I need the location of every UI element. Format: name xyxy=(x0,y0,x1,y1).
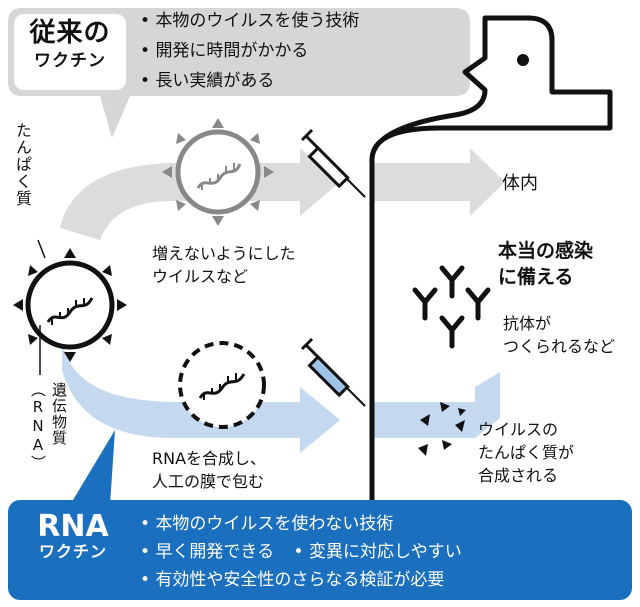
rna-title: RNA xyxy=(37,509,109,544)
prepare-line: に備える xyxy=(498,266,574,288)
blue-flow-arrow xyxy=(62,340,340,453)
rna-box xyxy=(8,500,632,600)
syringe-top xyxy=(300,128,366,198)
body-outline xyxy=(369,15,613,500)
protein-label: たんぱく質 xyxy=(13,122,32,207)
viral-caption-line: 合成される xyxy=(478,466,559,485)
syringe-bottom xyxy=(300,337,366,407)
conventional-title-bg xyxy=(14,14,126,90)
conventional-title-block: 従来の ワクチン xyxy=(14,18,126,72)
weakened-caption-line: ウイルスなど xyxy=(152,267,249,286)
inside-body-label: 体内 xyxy=(502,173,538,194)
rna-particle xyxy=(178,341,266,429)
viral-protein-caption: ウイルスの たんぱく質が 合成される xyxy=(478,418,574,487)
rna-bullet: 本物のウイルスを使わない技術 xyxy=(140,514,393,534)
conventional-subtitle: ワクチン xyxy=(34,51,106,72)
prepare-line: 本当の感染 xyxy=(498,240,594,262)
rna-bullet: 変異に対応しやすい xyxy=(294,542,462,562)
virus-weakened xyxy=(162,118,274,226)
conventional-bullet: 長い実績がある xyxy=(140,66,359,96)
weakened-caption: 増えないようにした ウイルスなど xyxy=(152,242,296,288)
eye xyxy=(517,54,529,66)
rna-bullet-row: 有効性や安全性のさらなる検証が必要 xyxy=(140,566,462,594)
virus-left xyxy=(13,248,127,362)
synth-caption: RNAを合成し、 人工の膜で包む xyxy=(152,447,266,493)
rna-box-pointer xyxy=(70,430,115,505)
gene-label: 遺伝物質（RNA） xyxy=(29,382,68,471)
viral-caption-line: ウイルスの xyxy=(478,420,559,439)
weakened-caption-line: 増えないようにした xyxy=(152,244,296,263)
protein-pointer xyxy=(37,239,46,259)
rna-bullet: 有効性や安全性のさらなる検証が必要 xyxy=(140,570,444,590)
conventional-bullet: 開発に時間がかかる xyxy=(140,36,359,66)
antibody-caption-line: つくられるなど xyxy=(503,337,616,356)
rna-subtitle: ワクチン xyxy=(38,542,107,561)
blue-flow-arrow-right xyxy=(370,372,500,438)
rna-bullet-row: 本物のウイルスを使わない技術 xyxy=(140,510,462,538)
antibody-caption-line: 抗体が xyxy=(503,314,552,333)
rna-bullet-row: 早く開発できる 変異に対応しやすい xyxy=(140,538,462,566)
viral-proteins xyxy=(418,402,466,456)
antibodies xyxy=(412,265,491,349)
rna-bullets: 本物のウイルスを使わない技術 早く開発できる 変異に対応しやすい 有効性や安全性… xyxy=(140,510,462,594)
rna-title-block: RNA ワクチン xyxy=(18,510,128,561)
gray-flow-arrow-right xyxy=(370,148,505,216)
viral-caption-line: たんぱく質が xyxy=(478,443,575,462)
rna-bullet: 早く開発できる xyxy=(140,542,274,562)
conventional-title: 従来の xyxy=(29,18,111,48)
antibody-caption: 抗体が つくられるなど xyxy=(503,312,615,358)
prepare-label: 本当の感染 に備える xyxy=(498,238,593,290)
conventional-bullets: 本物のウイルスを使う技術 開発に時間がかかる 長い実績がある xyxy=(140,6,359,96)
synth-caption-line: 人工の膜で包む xyxy=(152,472,265,491)
synth-caption-line: RNAを合成し、 xyxy=(152,449,267,468)
conventional-bullet: 本物のウイルスを使う技術 xyxy=(140,6,359,36)
